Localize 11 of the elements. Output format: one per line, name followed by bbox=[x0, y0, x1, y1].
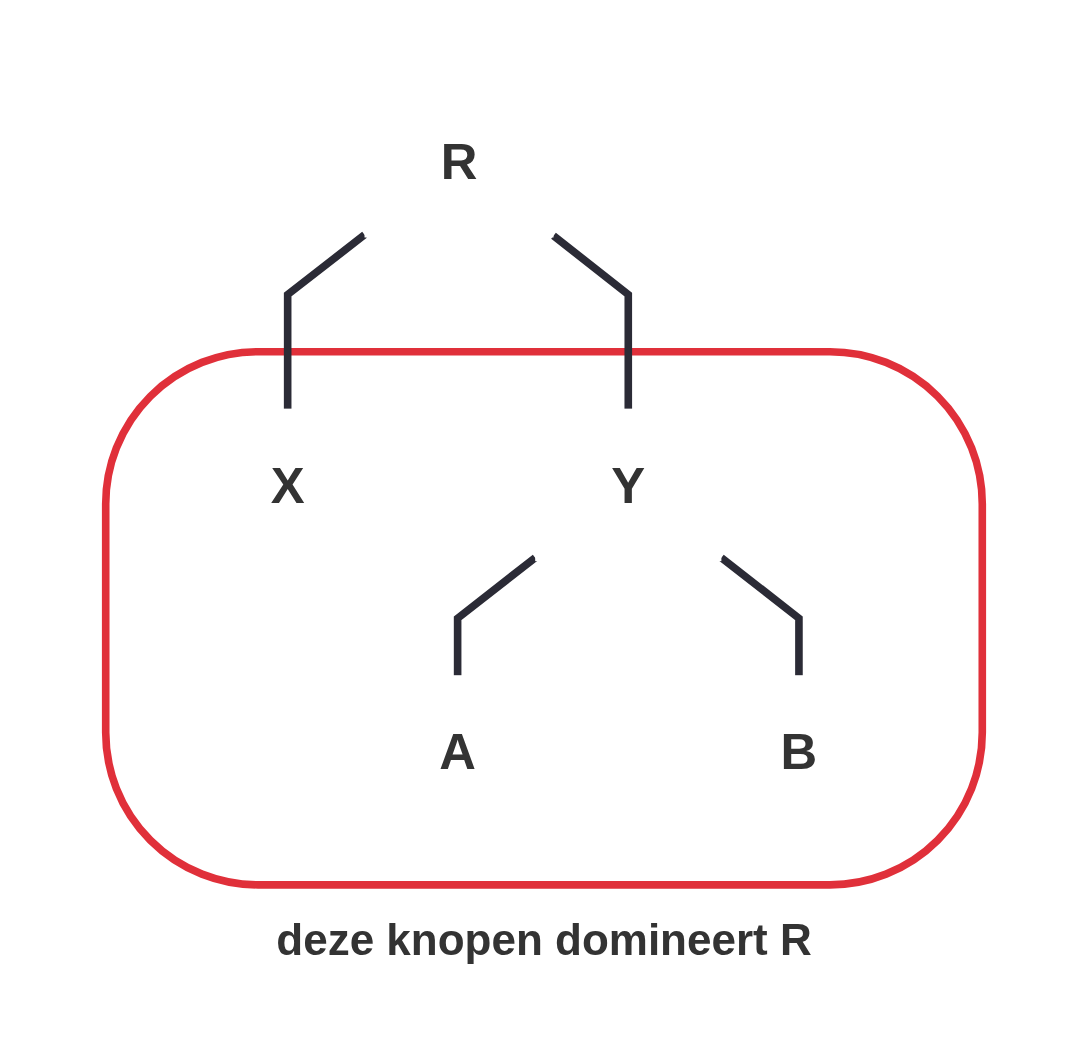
cluster bbox=[101, 347, 987, 889]
connector bbox=[719, 554, 803, 676]
node-text: X bbox=[270, 457, 305, 513]
connector bbox=[551, 232, 633, 409]
node-text: Y bbox=[611, 457, 646, 513]
connector bbox=[283, 231, 367, 409]
node-text: A bbox=[439, 723, 476, 780]
connector bbox=[453, 554, 538, 676]
node-text: B bbox=[780, 723, 818, 780]
caption: deze knopen domineert R bbox=[276, 915, 812, 965]
node-text: R bbox=[440, 133, 478, 190]
